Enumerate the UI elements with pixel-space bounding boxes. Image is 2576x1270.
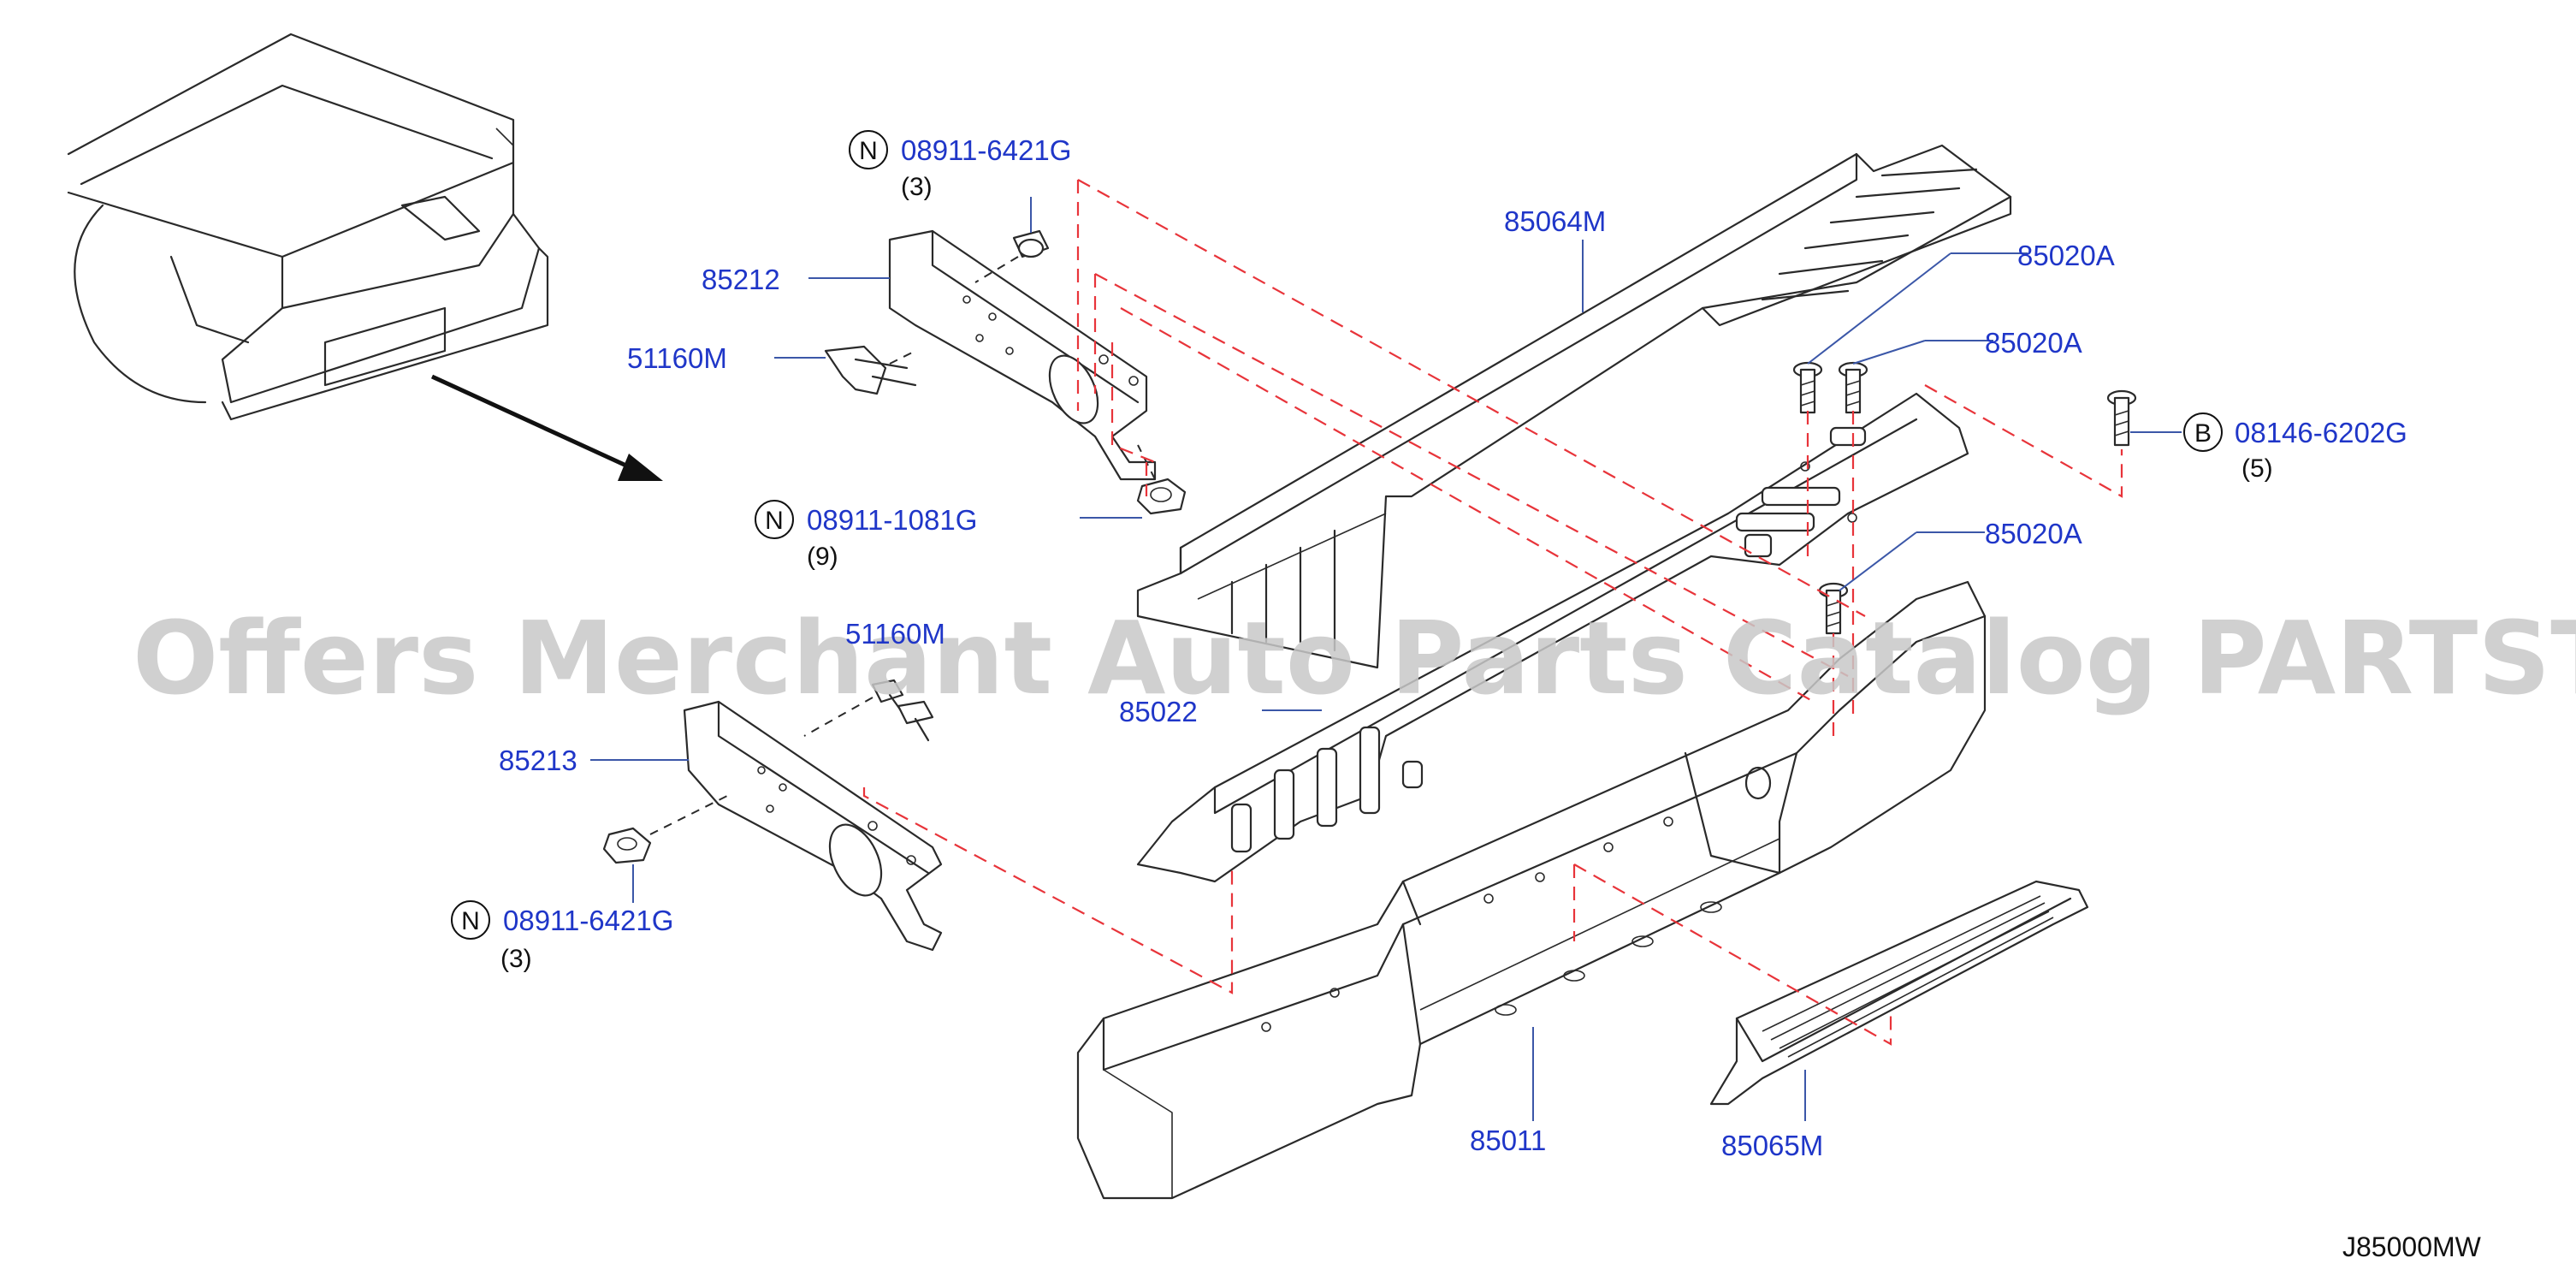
label-85065m[interactable]: 85065M (1721, 1130, 1823, 1161)
nut-bottom-drawing (602, 795, 728, 864)
callout-prefix: N (859, 137, 878, 165)
label-51160m-top[interactable]: 51160M (627, 342, 727, 374)
nut-top-drawing (974, 229, 1050, 283)
step-85064m-drawing (1136, 144, 2012, 669)
part-number-label[interactable]: 08911-1081G (807, 504, 977, 536)
callout-bolt-right[interactable]: B 08146-6202G (5) (2183, 412, 2407, 483)
label-85020a-3[interactable]: 85020A (1985, 518, 2082, 549)
callout-prefix: N (765, 507, 784, 535)
bolt-85020a-2-drawing (1838, 361, 1868, 414)
label-85022[interactable]: 85022 (1119, 696, 1198, 727)
label-85020a-2[interactable]: 85020A (1985, 327, 2082, 359)
callout-prefix: N (461, 907, 480, 935)
assembly-guide-lines (862, 179, 2123, 1046)
reinforcement-85022-drawing (1136, 392, 1969, 883)
bolt-08146-drawing (2106, 389, 2137, 447)
callout-nut-bottom[interactable]: N 08911-6421G (3) (451, 900, 673, 973)
quantity-label: (9) (807, 543, 838, 571)
nut-mid-drawing (1136, 444, 1187, 515)
diagram-code: J85000MW (2342, 1231, 2482, 1262)
direction-arrow (430, 374, 663, 481)
callout-nut-mid[interactable]: N 08911-1081G (9) (755, 500, 977, 571)
leader-lines (590, 197, 2182, 1121)
part-number-label[interactable]: 08146-6202G (2235, 417, 2407, 448)
bolt-85020a-1-drawing (1792, 361, 1823, 414)
bolt-51160m-lower-drawing (803, 679, 934, 742)
quantity-label: (5) (2241, 454, 2273, 483)
callout-prefix: B (2194, 419, 2212, 448)
part-number-label[interactable]: 08911-6421G (503, 905, 673, 936)
part-number-label[interactable]: 08911-6421G (901, 134, 1071, 166)
label-85020a-1[interactable]: 85020A (2017, 240, 2115, 271)
bolt-51160m-top-drawing (824, 345, 917, 395)
label-51160m-lower[interactable]: 51160M (845, 618, 945, 650)
quantity-label: (3) (901, 173, 933, 201)
truck-rear-inset (67, 33, 549, 421)
label-85064m[interactable]: 85064M (1504, 205, 1606, 237)
label-85011[interactable]: 85011 (1470, 1125, 1546, 1156)
label-85213[interactable]: 85213 (499, 745, 577, 776)
label-85212[interactable]: 85212 (702, 264, 780, 295)
watermark: Offers Merchant Auto Parts Catalog PARTS… (133, 599, 2576, 717)
step-85065m-drawing (1709, 880, 2089, 1106)
bracket-85213-drawing (683, 700, 943, 952)
bumper-85011-drawing (1076, 580, 1987, 1200)
callout-nut-top[interactable]: N 08911-6421G (3) (849, 130, 1071, 201)
bracket-85212-drawing (888, 229, 1157, 481)
quantity-label: (3) (500, 945, 532, 973)
